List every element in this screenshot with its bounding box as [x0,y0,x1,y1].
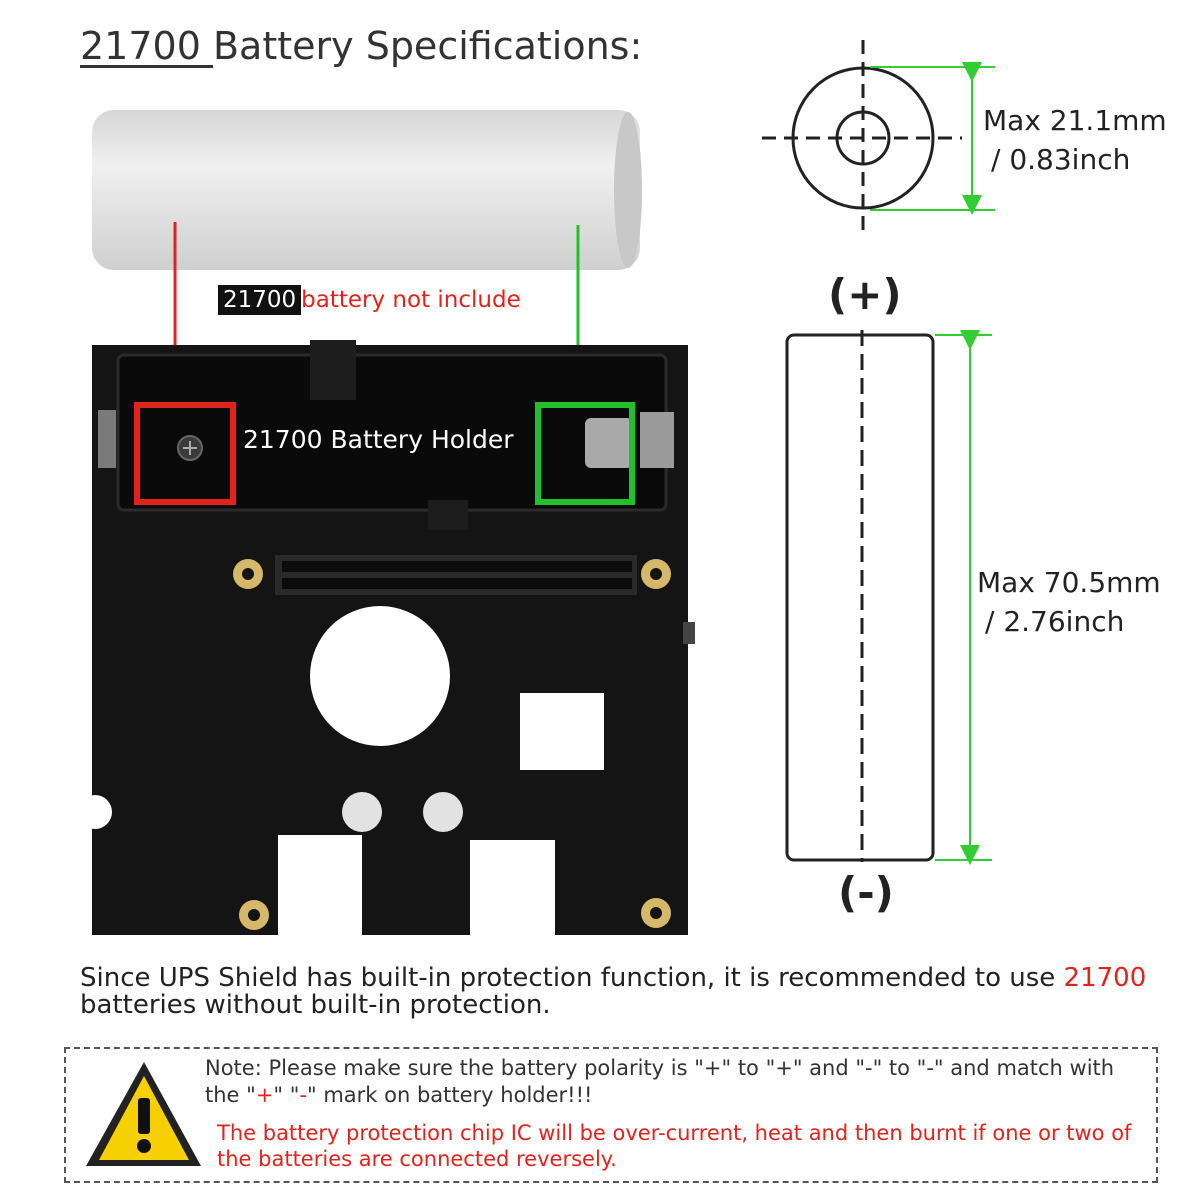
diameter-mm: Max 21.1mm [983,104,1167,137]
battery-side-view [785,330,935,862]
screw-slot [183,441,197,455]
note-plus: + [255,1083,274,1107]
standoff-left [342,792,382,832]
length-dimension [935,330,992,865]
standoff-right [423,792,463,832]
tag-model: 21700 [218,285,302,315]
side-switch [683,622,695,644]
note-mid: " " [273,1083,300,1107]
board-cutout [310,606,450,746]
recommendation-part2: batteries without built-in protection. [80,990,551,1020]
holder-spring-left [98,410,116,468]
holder-tab [428,500,468,530]
holder-spring-right [640,412,674,468]
holder-clip [310,340,356,400]
board-notch [78,795,112,829]
mounting-holes [233,559,671,930]
tag-text: battery not include [301,287,521,313]
note-warning: The battery protection chip IC will be o… [217,1121,1132,1171]
note-part-a: Note: Please make sure the battery polar… [205,1056,1115,1107]
negative-label: (-) [838,868,894,917]
positive-terminal-highlight [535,402,635,505]
contact-plate [585,418,633,468]
title-rest: Battery Specifications: [212,24,643,68]
page-title: 21700 Battery Specifications: [80,24,642,68]
battery-top-view [762,40,962,238]
length-inch: / 2.76inch [985,605,1125,638]
diameter-dimension [870,62,995,215]
recommendation-text: Since UPS Shield has built-in protection… [80,965,1170,1019]
title-model: 21700 [80,24,213,68]
recommendation-highlight: 21700 [1063,963,1147,993]
length-mm: Max 70.5mm [977,566,1161,599]
battery-end [614,112,642,268]
diameter-inch: / 0.83inch [991,143,1131,176]
note-text: Note: Please make sure the battery polar… [205,1055,1145,1109]
warning-triangle-icon [86,1062,201,1166]
positive-label: (+) [828,270,902,319]
board-window [520,693,604,770]
battery-cell-photo [92,110,640,270]
holder-label: 21700 Battery Holder [243,425,514,454]
recommendation-part1: Since UPS Shield has built-in protection… [80,963,1064,993]
note-minus: - [299,1083,307,1107]
note-box [64,1047,1158,1183]
note-part-b: " mark on battery holder!!! [307,1083,593,1107]
gpio-pins [282,561,632,589]
negative-terminal-highlight [134,402,236,505]
